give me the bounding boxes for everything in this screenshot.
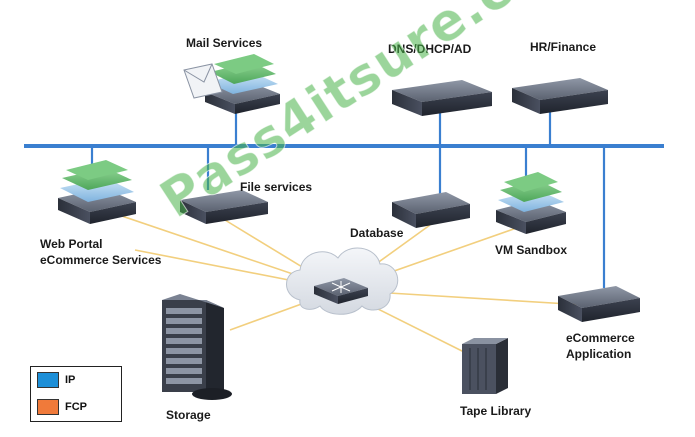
storage-array-icon [162,294,232,400]
tape-library-icon [462,338,508,394]
database-server-icon [392,192,470,228]
label-storage: Storage [166,408,211,422]
hr-server-icon [512,78,608,114]
label-vm-sandbox: VM Sandbox [495,243,568,257]
web-portal-vm-stack-icon [58,160,136,224]
legend-swatch-ip [37,372,59,388]
legend-label-fcp: FCP [65,401,87,413]
vm-sandbox-stack-icon [496,172,566,234]
storage-drive-bays [166,308,202,384]
label-ecommerce-app-line1: eCommerce [566,331,635,345]
label-dns-dhcp-ad: DNS/DHCP/AD [388,42,472,56]
switch-arrows-icon [331,281,351,293]
ecommerce-app-server-icon [558,286,640,322]
legend-item-fcp: FCP [37,399,87,415]
legend: IP FCP [30,366,122,422]
mail-vm-stack-icon [205,54,280,114]
label-web-portal-line2: eCommerce Services [40,253,162,267]
dns-server-icon [392,80,492,116]
legend-label-ip: IP [65,374,76,386]
legend-swatch-fcp [37,399,59,415]
label-hr-finance: HR/Finance [530,40,597,54]
fc-switch-icon [314,278,368,304]
label-mail-services: Mail Services [186,36,263,50]
label-file-services: File services [240,180,313,194]
mail-envelope-icon [183,63,223,99]
label-database: Database [350,226,404,240]
file-server-icon [180,190,268,224]
tape-slots [469,348,487,390]
ip-network-bus [24,112,664,288]
label-tape-library: Tape Library [460,404,532,418]
label-web-portal-line1: Web Portal [40,237,103,251]
legend-item-ip: IP [37,372,75,388]
label-ecommerce-app-line2: Application [566,347,632,361]
